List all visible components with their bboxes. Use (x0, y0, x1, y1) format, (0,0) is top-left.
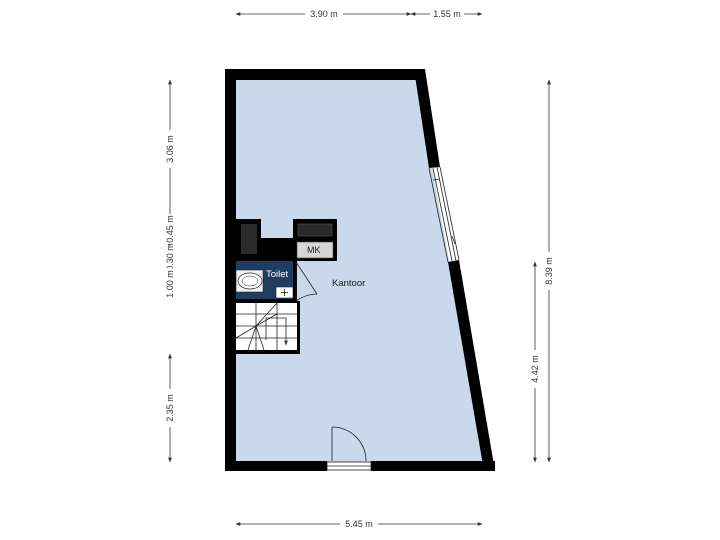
dimension-top: 3.90 m 1.55 m (235, 8, 483, 20)
toilet-door[interactable] (295, 261, 318, 302)
wall-right-lower (448, 260, 495, 471)
dimension-bottom: 5.45 m (235, 518, 483, 530)
dim-right-lower: 4.42 m (530, 355, 540, 383)
wall-right-upper (414, 69, 440, 168)
dim-left-bottom: 2.35 m (165, 394, 175, 422)
dim-bottom: 5.45 m (345, 519, 373, 529)
staircase (235, 301, 300, 354)
dimension-right: 8.39 m 4.42 m (529, 79, 555, 463)
window-right (428, 166, 460, 263)
wall-bottom-left (225, 461, 327, 471)
wall-top (225, 69, 418, 80)
dim-right: 8.39 m (544, 257, 554, 285)
dim-left-b: 0.30 m (165, 243, 175, 271)
dimension-left: 3.06 m 0.45 m 0.30 m 1.00 m 2.35 m (164, 79, 176, 463)
room-label-mk: MK (307, 245, 321, 255)
room-label-toilet: Toilet (266, 269, 289, 280)
dim-left-top: 3.06 m (165, 135, 175, 163)
toilet-room (235, 261, 297, 303)
entrance-door[interactable] (326, 426, 372, 471)
wall-bottom-right (371, 461, 495, 471)
room-label-kantoor: Kantoor (332, 278, 365, 289)
dim-top-right: 1.55 m (433, 9, 461, 19)
inner-wall-block (236, 219, 293, 261)
dim-left-c: 1.00 m (165, 270, 175, 298)
floor-kantoor (236, 80, 486, 462)
wall-left (225, 69, 236, 471)
meter-cupboard (293, 219, 337, 261)
dim-top-left: 3.90 m (310, 9, 338, 19)
dim-left-a: 0.45 m (165, 215, 175, 243)
